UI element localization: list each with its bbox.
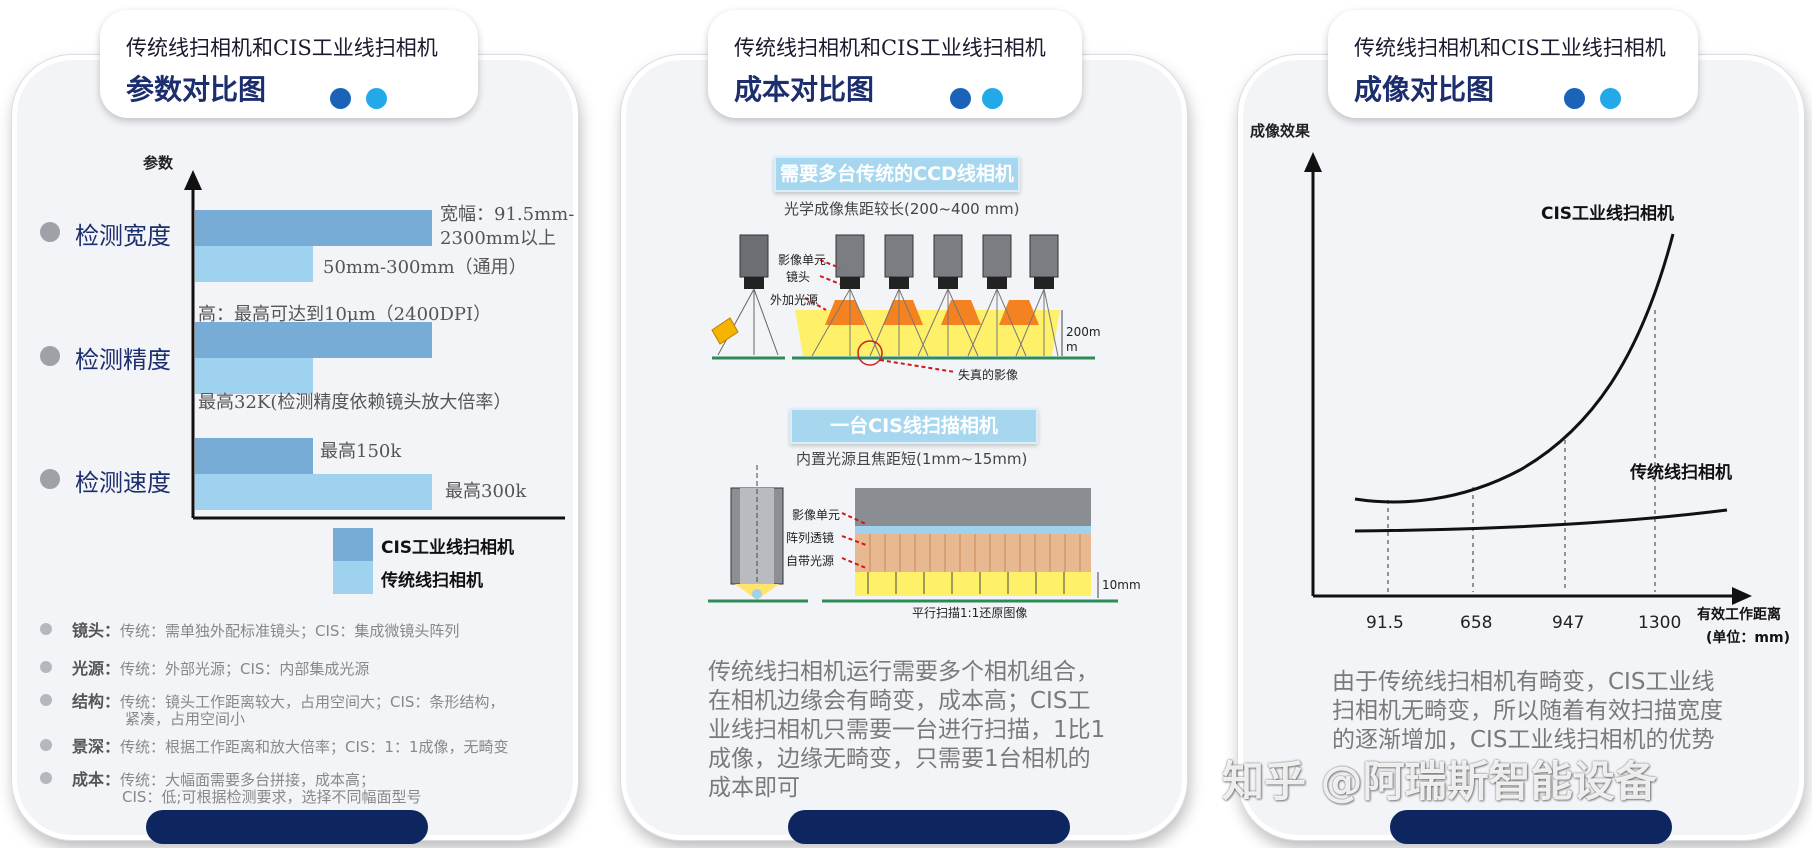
annot-trad-speed: 最高150k [320,441,402,462]
bar-trad-speed [195,438,313,474]
accent-dot-light [982,88,1003,109]
note-structure-cont: 紧凑，占用空间小 [125,710,246,728]
cost-description: 传统线扫相机运行需要多个相机组合，在相机边缘会有畸变，成本高；CIS工业线扫相机… [708,659,1106,801]
card-title: 成像对比图 [1354,73,1495,106]
ccd-caption: 光学成像焦距较长(200~400 mm) [784,200,1020,218]
chart-y-label: 成像效果 [1250,122,1311,140]
ccd-label-distance: 200m [1066,325,1101,339]
ccd-label-lens: 镜头 [786,270,811,284]
ccd-multi-camera-diagram [711,234,1095,373]
x-tick-658: 658 [1460,613,1493,633]
metric-label-speed: 检测速度 [75,469,171,497]
param-axis-label: 参数 [143,154,174,172]
ccd-label-imaging-unit: 影像单元 [778,253,827,267]
note-bullet [40,623,52,635]
card-footer-bar [1390,810,1672,844]
note-cost: 成本：传统：大幅面需要多台拼接，成本高； [72,770,376,789]
metric-label-precision: 检测精度 [75,346,171,374]
note-bullet [40,739,52,751]
card-footer-bar [788,810,1070,844]
note-bullet [40,772,52,784]
annot-trad-width: 50mm-300mm（通用） [323,257,527,278]
param-axes [184,170,565,520]
annot-trad-precision: 最高32K(检测精度依赖镜头放大倍率） [198,392,512,413]
chart-x-unit: (单位：mm) [1706,630,1790,646]
cis-single-camera-diagram [708,465,1118,603]
x-tick-91-5: 91.5 [1366,613,1404,633]
cis-label-lens-array: 阵列透镜 [786,531,835,545]
x-tick-1300: 1300 [1638,613,1682,633]
card-subtitle: 传统线扫相机和CIS工业线扫相机 [1354,36,1666,60]
cis-banner: 一台CIS线扫描相机 [790,408,1038,444]
card-footer-bar [146,810,428,844]
ccd-banner: 需要多台传统的CCD线相机 [774,156,1020,192]
cis-label-built-in-light: 自带光源 [786,554,835,568]
note-dof: 景深：传统：根据工作距离和放大倍率；CIS：1：1成像，无畸变 [72,737,509,756]
accent-dot-light [366,88,387,109]
watermark-text: 知乎 @阿瑞斯智能设备 [1222,757,1657,806]
annot-cis-speed: 最高300k [445,481,527,502]
accent-dot-dark [330,88,351,109]
metric-bullet [40,222,60,242]
ccd-label-distance-unit: m [1066,340,1078,354]
cost-card-header: 传统线扫相机和CIS工业线扫相机 成本对比图 [708,10,1082,118]
param-card-header: 传统线扫相机和CIS工业线扫相机 参数对比图 [100,10,478,118]
cis-label-distance: 10mm [1102,578,1141,592]
bar-cis-speed [195,474,432,510]
note-cost-cont: CIS：低;可根据检测要求，选择不同幅面型号 [122,788,422,806]
annot-cis-precision: 高：最高可达到10μm（2400DPI） [198,304,492,325]
series-line-traditional [1354,508,1728,533]
annot-cis-width-2: 2300mm以上 [440,228,556,249]
note-bullet [40,661,52,673]
cis-label-parallel-scan: 平行扫描1:1还原图像 [912,606,1028,620]
cis-caption: 内置光源且焦距短(1mm~15mm) [796,450,1028,468]
metric-bullet [40,469,60,489]
metric-bullet [40,346,60,366]
ccd-label-distorted-image: 失真的影像 [958,368,1019,382]
series-label-traditional: 传统线扫相机 [1630,463,1732,483]
imaging-comparison-card [1238,55,1804,840]
series-label-cis: CIS工业线扫相机 [1541,204,1675,224]
legend-label-trad: 传统线扫相机 [381,571,483,591]
accent-dot-light [1600,88,1621,109]
imaging-card-header: 传统线扫相机和CIS工业线扫相机 成像对比图 [1328,10,1698,118]
card-title: 参数对比图 [126,73,267,106]
bar-cis-width [195,210,432,246]
bar-cis-precision [195,322,432,358]
imaging-description: 由于传统线扫相机有畸变，CIS工业线扫相机无畸变，所以随着有效扫描宽度的逐渐增加… [1332,669,1723,752]
note-bullet [40,694,52,706]
chart-x-label: 有效工作距离 [1697,607,1781,623]
cis-label-imaging-unit: 影像单元 [792,508,841,522]
metric-label-width: 检测宽度 [75,222,171,250]
series-line-cis [1354,233,1675,504]
card-subtitle: 传统线扫相机和CIS工业线扫相机 [734,36,1046,60]
bar-trad-width [195,246,313,282]
note-light: 光源：传统：外部光源；CIS：内部集成光源 [72,659,370,678]
accent-dot-dark [950,88,971,109]
legend-swatch-trad [333,561,373,594]
imaging-line-chart [1304,152,1752,605]
legend-swatch-cis [333,528,373,561]
note-structure: 结构：传统：镜头工作距离较大，占用空间大；CIS：条形结构， [72,692,505,711]
accent-dot-dark [1564,88,1585,109]
legend-label-cis: CIS工业线扫相机 [381,538,515,558]
card-title: 成本对比图 [734,73,875,106]
bar-trad-precision [195,358,313,394]
annot-cis-width-1: 宽幅：91.5mm- [440,204,575,225]
x-tick-947: 947 [1552,613,1585,633]
ccd-label-external-light: 外加光源 [770,293,819,307]
note-lens: 镜头：传统：需单独外配标准镜头；CIS：集成微镜头阵列 [72,621,460,640]
card-subtitle: 传统线扫相机和CIS工业线扫相机 [126,36,438,60]
